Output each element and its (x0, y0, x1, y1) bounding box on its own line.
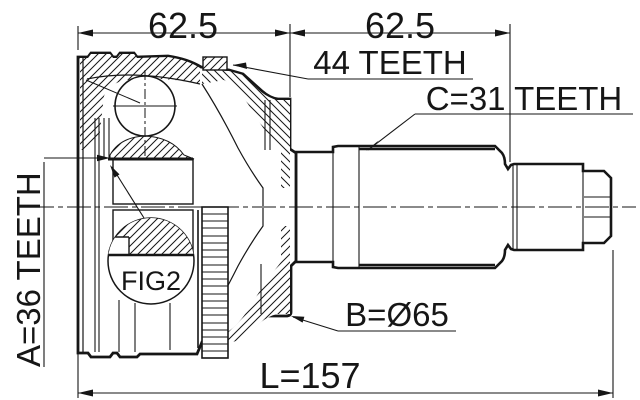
joint-housing (76, 51, 298, 359)
inner-race-upper (112, 158, 194, 205)
inner-spline-teeth-label: A=36 TEETH (10, 172, 47, 367)
shaft-spline-teeth-label: C=31 TEETH (426, 80, 623, 117)
cavity-edge-upper (201, 83, 264, 206)
race-track-upper (86, 74, 201, 85)
tone-ring-teeth-band (201, 206, 229, 359)
dimension-arrows (78, 29, 613, 397)
body-diameter-label: B=Ø65 (345, 296, 449, 333)
dimension-left-value: 62.5 (148, 5, 218, 46)
fig2-leader-arrow (110, 165, 120, 178)
abs-tone-ring (201, 56, 229, 359)
fig2-label: FIG2 (121, 266, 181, 296)
hatch-upper-right-wall (202, 70, 290, 188)
tone-ring-teeth (202, 213, 228, 352)
dimension-right-value: 62.5 (365, 5, 435, 46)
abs-ring-teeth-label: 44 TEETH (313, 44, 466, 81)
tone-ring-section (202, 56, 228, 71)
hatch-lower-right-wall (202, 226, 290, 344)
track-line (85, 79, 141, 104)
dimension-lines (43, 24, 633, 398)
total-length-label: L=157 (259, 355, 360, 396)
